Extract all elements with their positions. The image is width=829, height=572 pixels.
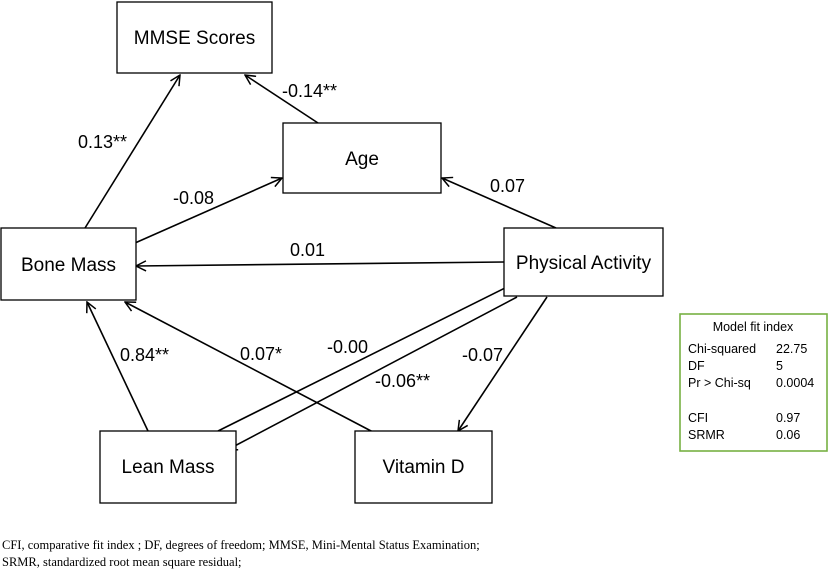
node-label-vitd: Vitamin D	[382, 457, 464, 478]
edge-label-bone-to-age: -0.08	[173, 188, 214, 208]
edge-label-lean-to-bone: 0.84**	[120, 345, 169, 365]
footnote-line-2: SRMR, standardized root mean square resi…	[2, 555, 242, 569]
fit-label-chi: Chi-squared	[688, 342, 756, 356]
edge-label-activity-to-age: 0.07	[490, 176, 525, 196]
fit-value-chi: 22.75	[776, 342, 807, 356]
fit-value-pr: 0.0004	[776, 376, 814, 390]
footnote-line-1: CFI, comparative fit index ; DF, degrees…	[2, 538, 480, 552]
fit-label-cfi: CFI	[688, 411, 708, 425]
edge-activity-to-bone	[136, 262, 505, 266]
edge-activity-to-vitd	[458, 296, 548, 431]
edge-activity-to-age	[442, 178, 557, 229]
edge-lean-to-bone	[87, 302, 149, 432]
edge-activity-to-lean	[227, 296, 518, 450]
fit-label-pr: Pr > Chi-sq	[688, 376, 751, 390]
edge-label-activity-to-bone: 0.01	[290, 240, 325, 260]
edge-vitd-to-bone	[125, 302, 374, 433]
edge-label-bone-to-mmse: 0.13**	[78, 132, 127, 152]
edge-labels: 0.13** -0.14** -0.08 0.07 0.01 0.84** 0.…	[78, 81, 525, 391]
edge-label-age-to-mmse: -0.14**	[282, 81, 337, 101]
node-physical-activity: Physical Activity	[503, 227, 664, 297]
node-mmse-scores: MMSE Scores	[116, 1, 273, 74]
footnote: CFI, comparative fit index ; DF, degrees…	[2, 537, 822, 571]
fit-label-df: DF	[688, 359, 705, 373]
node-age: Age	[282, 122, 442, 194]
fit-value-srmr: 0.06	[776, 428, 800, 442]
edge-bone-to-age	[134, 178, 282, 244]
edge-label-activity-to-lean: -0.06**	[375, 371, 430, 391]
edge-label-activity-to-vitd: -0.07	[462, 345, 503, 365]
node-label-lean: Lean Mass	[122, 457, 215, 478]
fit-title: Model fit index	[713, 320, 794, 334]
node-label-age: Age	[345, 149, 379, 170]
model-fit-panel: Model fit index Chi-squared 22.75 DF 5 P…	[679, 313, 828, 452]
fit-label-srmr: SRMR	[688, 428, 725, 442]
edges	[84, 75, 557, 450]
node-label-mmse: MMSE Scores	[134, 28, 255, 49]
fit-value-cfi: 0.97	[776, 411, 800, 425]
fit-value-df: 5	[776, 359, 783, 373]
node-vitamin-d: Vitamin D	[354, 430, 493, 504]
node-bone-mass: Bone Mass	[0, 227, 137, 301]
edge-age-to-mmse	[245, 75, 319, 124]
edge-label-lean-to-activity: -0.00	[327, 337, 368, 357]
edge-label-vitd-to-bone: 0.07*	[240, 344, 282, 364]
node-label-bone: Bone Mass	[21, 255, 116, 276]
edge-bone-to-mmse	[84, 75, 180, 229]
node-lean-mass: Lean Mass	[99, 430, 237, 504]
node-label-activity: Physical Activity	[516, 253, 652, 274]
edge-lean-to-activity	[217, 281, 519, 432]
